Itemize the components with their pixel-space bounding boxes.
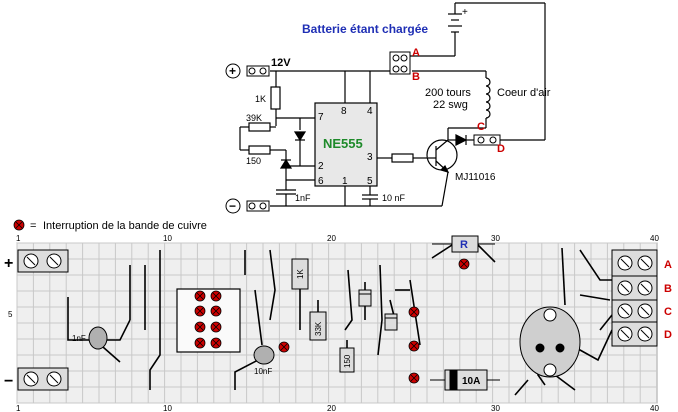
- board-terminal-d: D: [664, 329, 672, 341]
- schematic-terminal-a: A: [412, 47, 420, 59]
- resistor-150-label: 150: [246, 156, 261, 166]
- cut-cross: [196, 292, 204, 300]
- cut-cross: [196, 323, 204, 331]
- svg-text:5: 5: [8, 310, 13, 319]
- svg-text:1: 1: [16, 234, 21, 243]
- schematic-terminals: [225, 51, 501, 214]
- board-r-33k-label: 33K: [314, 321, 323, 336]
- board-terminal-a: A: [664, 259, 672, 271]
- cut-cross: [410, 374, 418, 382]
- svg-text:Interruption de la bande de cu: Interruption de la bande de cuivre: [43, 220, 207, 232]
- svg-text:1: 1: [16, 404, 21, 412]
- supply-voltage: 12V: [271, 57, 291, 69]
- svg-text:40: 40: [650, 404, 659, 412]
- cut-cross: [196, 307, 204, 315]
- cut-cross: [410, 342, 418, 350]
- svg-text:20: 20: [327, 234, 336, 243]
- svg-text:10: 10: [163, 234, 172, 243]
- board-components: [17, 235, 658, 391]
- pin-8: 8: [341, 106, 347, 117]
- svg-text:40: 40: [650, 234, 659, 243]
- board-r-top-label: R: [460, 239, 468, 251]
- pin-2: 2: [318, 161, 324, 172]
- transistor-label: MJ11016: [455, 172, 496, 183]
- board-r-1k-label: 1K: [296, 269, 305, 279]
- pin-4: 4: [367, 106, 373, 117]
- cut-cross: [280, 343, 288, 351]
- svg-text:30: 30: [491, 234, 500, 243]
- board-wires: [67, 244, 613, 396]
- pin-3: 3: [367, 152, 373, 163]
- ic-label: NE555: [323, 136, 363, 151]
- coil-wire: 22 swg: [433, 99, 468, 111]
- cut-cross: [212, 339, 220, 347]
- battery-symbol: [408, 2, 546, 140]
- capacitor-10nf-label: 10 nF: [382, 193, 406, 203]
- schematic-terminal-b: B: [412, 71, 420, 83]
- svg-text:20: 20: [327, 404, 336, 412]
- schematic-terminal-d: D: [497, 143, 505, 155]
- schematic-terminal-c: C: [477, 121, 485, 133]
- pin-1: 1: [342, 176, 348, 187]
- board-plus-label: +: [4, 255, 13, 272]
- board-c-1nf-label: 1nF: [72, 334, 86, 343]
- coil-core: Coeur d'air: [497, 87, 551, 99]
- svg-text:10: 10: [163, 404, 172, 412]
- board-diode-label: 10A: [462, 376, 480, 387]
- board-terminal-b: B: [664, 283, 672, 295]
- board-r-150-label: 150: [343, 354, 352, 368]
- pin-7: 7: [318, 112, 324, 123]
- svg-text:+: +: [462, 7, 468, 18]
- cut-cross: [212, 307, 220, 315]
- cut-cross: [212, 323, 220, 331]
- schematic-title: Batterie étant chargée: [302, 22, 428, 36]
- svg-text:+: +: [229, 64, 236, 78]
- strip-cuts: [194, 258, 470, 384]
- pin-5: 5: [367, 176, 373, 187]
- cut-cross: [196, 339, 204, 347]
- resistor-1k-label: 1K: [255, 94, 266, 104]
- resistor-39k-label: 39K: [246, 113, 262, 123]
- board-c-10nf-label: 10nF: [254, 367, 272, 376]
- legend: = Interruption de la bande de cuivre: [13, 219, 207, 232]
- capacitor-1nf-label: 1nF: [295, 193, 311, 203]
- schematic: +: [239, 2, 546, 207]
- cut-cross: [212, 292, 220, 300]
- svg-text:=: =: [30, 220, 36, 232]
- cut-cross: [460, 260, 468, 268]
- svg-text:30: 30: [491, 404, 500, 412]
- svg-text:−: −: [229, 199, 236, 213]
- cut-cross: [410, 308, 418, 316]
- board-minus-label: −: [4, 373, 13, 390]
- board-terminal-c: C: [664, 306, 672, 318]
- pin-6: 6: [318, 176, 324, 187]
- coil-turns: 200 tours: [425, 87, 471, 99]
